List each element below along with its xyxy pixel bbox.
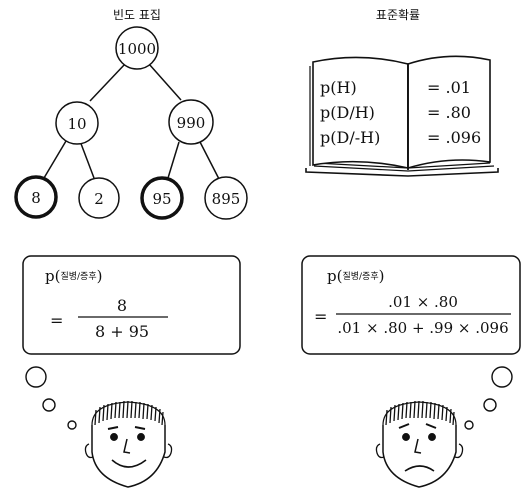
book-label-2: p(D/H) [320, 103, 375, 122]
right-formula-numerator: .01 × .80 [388, 293, 458, 311]
right-formula-box [301, 255, 521, 355]
book-value-1: = .01 [427, 78, 471, 97]
left-formula-denominator: 8 + 95 [95, 322, 149, 341]
left-formula-numerator: 8 [117, 296, 127, 315]
left-formula-box [22, 255, 241, 355]
edge-root-left [89, 63, 126, 102]
node-label-8: 8 [31, 189, 41, 207]
tree-node-895: 895 [204, 176, 248, 220]
tree-node-2: 2 [78, 177, 120, 219]
node-label-95: 95 [152, 190, 171, 208]
edge-root-right [148, 63, 182, 101]
left-formula-p: p(질병/증후) [45, 267, 102, 285]
happy-face-icon [84, 400, 173, 488]
left-formula-equals: = [50, 311, 63, 330]
tree-edges [43, 63, 220, 180]
right-thought-bubbles [464, 366, 513, 430]
node-label-root: 1000 [118, 40, 156, 58]
edge-right-a [167, 141, 180, 179]
tree-node-8: 8 [14, 175, 58, 219]
tree-node-990: 990 [168, 99, 214, 145]
book-cover [305, 168, 499, 177]
node-label-2: 2 [94, 190, 104, 208]
book-value-2: = .80 [427, 103, 471, 122]
book-label-1: p(H) [320, 78, 357, 97]
book-label-3: p(D/-H) [320, 128, 380, 147]
book-right-page [407, 55, 491, 170]
left-thought-bubbles [25, 366, 77, 430]
tree-node-95: 95 [140, 176, 184, 220]
tree-node-root: 1000 [115, 26, 159, 70]
node-label-990: 990 [177, 114, 206, 132]
worried-face-icon [375, 400, 464, 488]
edge-left-a [43, 140, 67, 179]
node-label-10: 10 [67, 115, 86, 133]
right-formula-p: p(질병/증후) [327, 267, 384, 285]
node-label-895: 895 [212, 190, 241, 208]
edge-right-b [198, 139, 220, 180]
right-formula-denominator: .01 × .80 + .99 × .096 [337, 319, 508, 337]
tree-node-10: 10 [55, 101, 99, 145]
right-title: 표준확률 [376, 8, 420, 22]
book-value-3: = .096 [427, 128, 481, 147]
right-formula-equals: = [314, 307, 327, 326]
book-illustration [305, 55, 499, 177]
edge-left-b [79, 140, 95, 179]
left-title: 빈도 표집 [113, 8, 161, 22]
